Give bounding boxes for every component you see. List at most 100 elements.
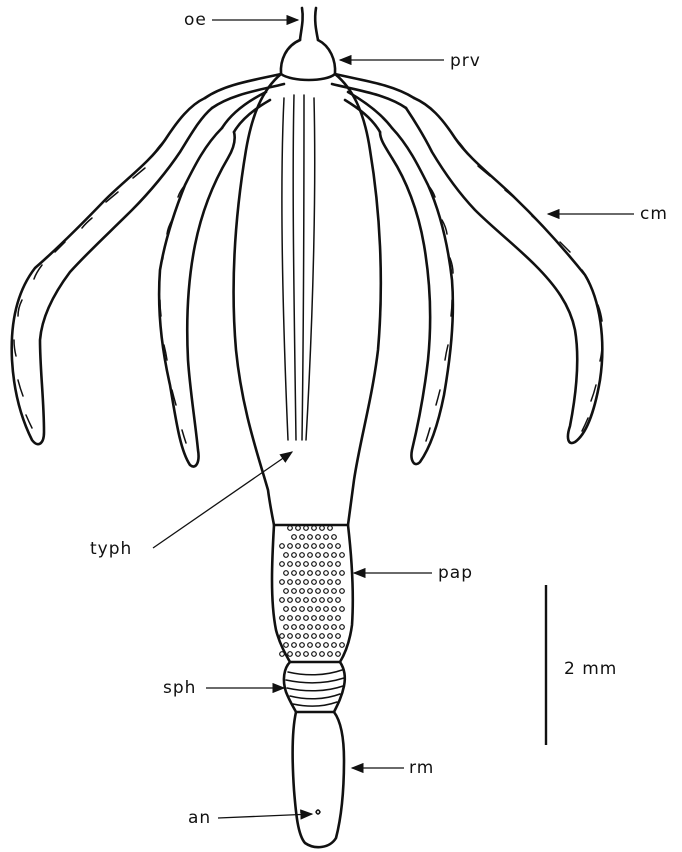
papilla bbox=[288, 598, 293, 603]
papilla bbox=[340, 589, 345, 594]
papilla bbox=[292, 553, 297, 558]
papilla bbox=[296, 562, 301, 567]
papilla bbox=[328, 634, 333, 639]
papilla bbox=[340, 553, 345, 558]
papilla bbox=[316, 553, 321, 558]
papilla bbox=[296, 598, 301, 603]
papilla bbox=[312, 544, 317, 549]
papilla bbox=[328, 544, 333, 549]
rectum bbox=[293, 712, 344, 847]
papilla bbox=[312, 580, 317, 585]
label-an: an bbox=[188, 808, 211, 828]
scale-bar-label: 2 mm bbox=[564, 659, 617, 679]
papilla bbox=[320, 526, 325, 531]
scale-bar: 2 mm bbox=[546, 585, 617, 745]
papillae bbox=[280, 526, 345, 657]
papilla bbox=[320, 598, 325, 603]
label-rm: rm bbox=[409, 758, 434, 778]
papilla bbox=[320, 634, 325, 639]
sphincter-rings bbox=[286, 670, 344, 706]
papilla bbox=[324, 589, 329, 594]
papilla bbox=[280, 544, 285, 549]
papilla bbox=[328, 580, 333, 585]
papilla bbox=[292, 643, 297, 648]
papilla bbox=[312, 562, 317, 567]
papilla bbox=[300, 589, 305, 594]
papilla bbox=[328, 616, 333, 621]
papilla bbox=[324, 625, 329, 630]
papilla bbox=[336, 634, 341, 639]
papilla bbox=[296, 616, 301, 621]
papilla bbox=[336, 652, 341, 657]
papilla bbox=[312, 634, 317, 639]
anus bbox=[316, 810, 320, 814]
papilla bbox=[284, 643, 289, 648]
papilla bbox=[284, 607, 289, 612]
label-pointers bbox=[153, 20, 634, 818]
papilla bbox=[336, 544, 341, 549]
proventriculus bbox=[281, 40, 335, 80]
papilla bbox=[340, 643, 345, 648]
papilla bbox=[340, 625, 345, 630]
papilla bbox=[336, 598, 341, 603]
label-sph: sph bbox=[163, 678, 196, 698]
papilla bbox=[332, 607, 337, 612]
papilla bbox=[324, 535, 329, 540]
papilla bbox=[312, 526, 317, 531]
papilla bbox=[308, 625, 313, 630]
papilla bbox=[288, 580, 293, 585]
papilla bbox=[300, 625, 305, 630]
papilla bbox=[304, 634, 309, 639]
papilla bbox=[280, 598, 285, 603]
papilla bbox=[280, 580, 285, 585]
papilla bbox=[308, 607, 313, 612]
papilla bbox=[292, 571, 297, 576]
papilla bbox=[284, 589, 289, 594]
papilla bbox=[312, 652, 317, 657]
papilla bbox=[288, 562, 293, 567]
papilla bbox=[328, 562, 333, 567]
papilla bbox=[304, 652, 309, 657]
papilla bbox=[288, 616, 293, 621]
label-cm: cm bbox=[640, 204, 668, 224]
papilla bbox=[296, 634, 301, 639]
papilla bbox=[300, 553, 305, 558]
papilla bbox=[324, 571, 329, 576]
papilla bbox=[312, 598, 317, 603]
papilla bbox=[296, 652, 301, 657]
papilla bbox=[288, 652, 293, 657]
papilla bbox=[300, 607, 305, 612]
papilla bbox=[304, 598, 309, 603]
papilla bbox=[280, 634, 285, 639]
papilla bbox=[320, 562, 325, 567]
papilla bbox=[288, 544, 293, 549]
papilla bbox=[336, 580, 341, 585]
papilla bbox=[308, 535, 313, 540]
caecum-inner-left bbox=[159, 128, 235, 467]
papilla bbox=[280, 652, 285, 657]
papilla bbox=[280, 562, 285, 567]
papilla bbox=[316, 625, 321, 630]
papilla bbox=[336, 562, 341, 567]
papilla bbox=[304, 580, 309, 585]
papilla bbox=[300, 643, 305, 648]
typhlosole bbox=[282, 95, 315, 440]
papilla bbox=[328, 526, 333, 531]
label-oe: oe bbox=[184, 10, 207, 30]
papilla bbox=[292, 535, 297, 540]
caecum-inner-right bbox=[380, 128, 453, 464]
papilla bbox=[280, 616, 285, 621]
papilla bbox=[324, 643, 329, 648]
papilla bbox=[308, 643, 313, 648]
label-typh: typh bbox=[90, 539, 132, 559]
papilla bbox=[320, 616, 325, 621]
papilla bbox=[288, 526, 293, 531]
papilla bbox=[284, 625, 289, 630]
papilla bbox=[292, 607, 297, 612]
papilla bbox=[296, 580, 301, 585]
papilla bbox=[340, 607, 345, 612]
papilla bbox=[320, 580, 325, 585]
caecum-outer-right bbox=[406, 98, 602, 443]
